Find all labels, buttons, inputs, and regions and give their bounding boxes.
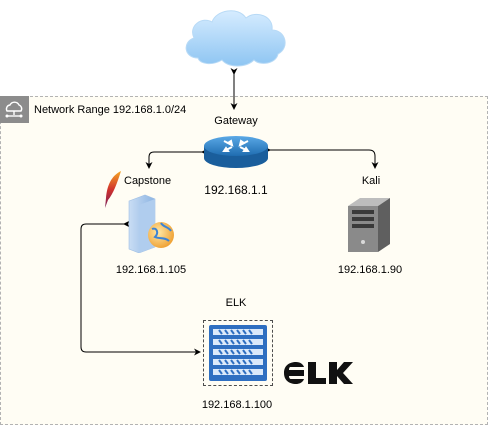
cloud-network-icon: [5, 101, 23, 118]
elk-name: ELK: [225, 297, 247, 309]
capstone-name: Capstone: [124, 175, 172, 187]
kali-name: Kali: [361, 175, 381, 187]
gateway-name: Gateway: [214, 115, 258, 127]
link-gateway-capstone: [145, 148, 208, 169]
capstone-ip: 192.168.1.105: [115, 264, 187, 276]
link-capstone-elk: [80, 220, 201, 356]
apache-feather-icon: [105, 171, 121, 208]
region-icon-tag: [0, 96, 29, 123]
elk-ip: 192.168.1.100: [201, 399, 273, 411]
link-gateway-kali: [264, 146, 379, 169]
router-icon: [204, 136, 268, 168]
tower-server-icon: [348, 198, 390, 252]
web-server-icon: [128, 194, 174, 253]
cloud-icon: [185, 10, 286, 67]
gateway-ip: 192.168.1.1: [204, 183, 268, 197]
region-title: Network Range 192.168.1.0/24: [34, 104, 187, 116]
elk-node-frame: [203, 320, 273, 386]
kali-ip: 192.168.1.90: [337, 264, 403, 276]
rack-server-icon: [209, 325, 267, 381]
elk-logo: [284, 362, 353, 384]
